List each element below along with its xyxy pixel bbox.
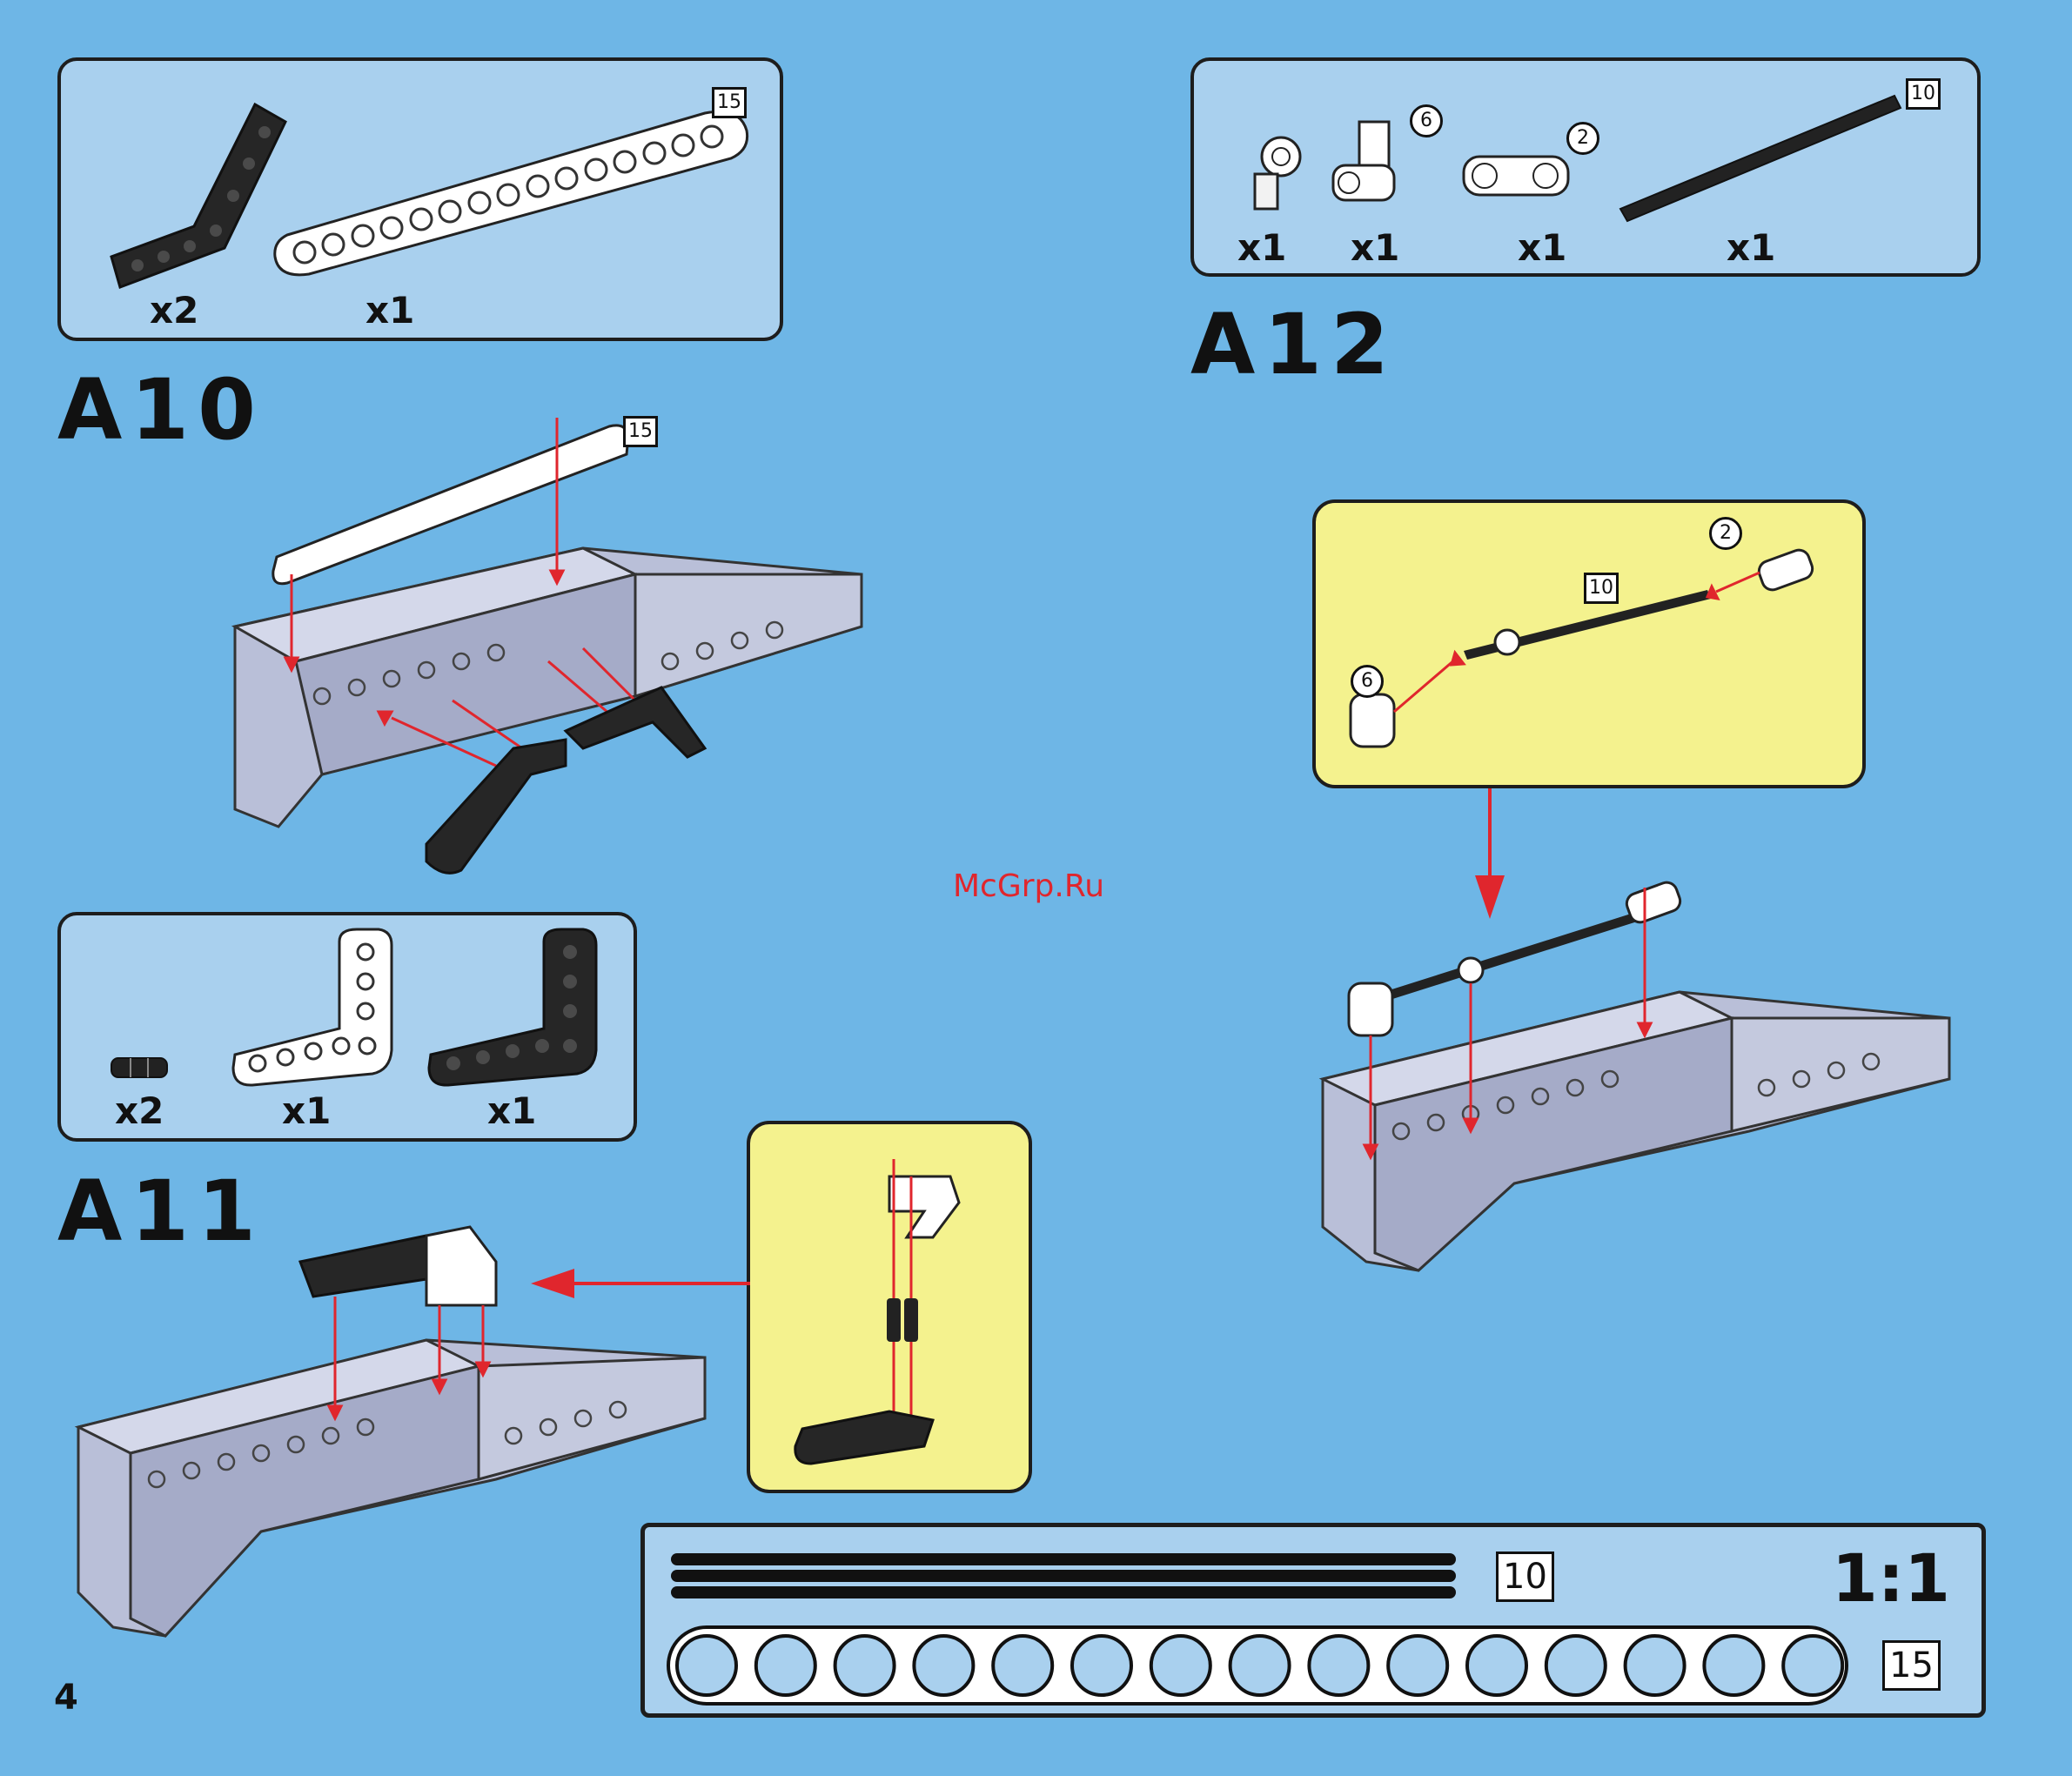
a10-assembly-size-tag: 15 — [623, 416, 658, 447]
a12-axle-connector-tag: 2 — [1566, 122, 1599, 155]
scale-beam-icon — [666, 1625, 1849, 1706]
scale-axle-length-tag: 10 — [1496, 1551, 1554, 1602]
a10-assembly-illustration — [218, 400, 879, 888]
scale-beam-hole — [1783, 1636, 1842, 1695]
scale-beam-hole — [1230, 1636, 1290, 1695]
a12-axle-connector-qty: x1 — [1518, 226, 1566, 269]
a12-callout-connector-tag: 2 — [1709, 517, 1742, 550]
scale-beam-hole — [914, 1636, 973, 1695]
a12-axle-size-tag: 10 — [1906, 78, 1941, 110]
a12-callout-illustration — [1342, 520, 1847, 773]
a10-straight-beam-qty: x1 — [365, 289, 414, 332]
scale-beam-hole — [1626, 1636, 1685, 1695]
scale-ratio: 1:1 — [1832, 1539, 1950, 1617]
black-bent-beam-icon — [103, 87, 294, 305]
scale-beam-length-tag: 15 — [1882, 1640, 1941, 1691]
scale-beam-hole — [677, 1636, 736, 1695]
a10-beam-size-tag: 15 — [712, 87, 747, 118]
black-l-beam-icon — [422, 924, 614, 1089]
white-angle-connector-icon — [1324, 113, 1412, 218]
scale-beam-hole — [1151, 1636, 1210, 1695]
scale-beam-hole — [835, 1636, 895, 1695]
a11-white-l-beam-qty: x1 — [282, 1089, 331, 1132]
a12-assembly-illustration — [1314, 870, 1958, 1288]
white-connector-icon — [1237, 131, 1307, 218]
scale-beam-hole — [1546, 1636, 1606, 1695]
a11-callout-panel — [747, 1121, 1032, 1493]
scale-beam-hole — [756, 1636, 815, 1695]
scale-beam-hole — [1704, 1636, 1763, 1695]
black-axle-icon — [1612, 78, 1908, 226]
a12-angle-tag: 6 — [1410, 104, 1443, 137]
a11-parts-panel: x2 x1 x1 — [57, 912, 637, 1142]
a11-callout-arrow — [531, 1262, 750, 1305]
a12-callout-axle-tag: 10 — [1584, 573, 1619, 604]
scale-ruler-panel: 10 1:1 15 — [640, 1523, 1986, 1718]
white-axle-connector-icon — [1455, 139, 1577, 218]
a11-callout-illustration — [785, 1142, 1002, 1472]
white-l-beam-icon — [226, 924, 400, 1089]
a12-callout-angle-tag: 6 — [1351, 665, 1384, 698]
a11-black-l-beam-qty: x1 — [487, 1089, 536, 1132]
scale-beam-hole — [1309, 1636, 1368, 1695]
white-straight-beam-icon — [270, 96, 757, 278]
scale-beam-hole — [1072, 1636, 1131, 1695]
a12-callout-panel: 2 10 6 — [1312, 499, 1866, 788]
scale-beam-hole — [993, 1636, 1052, 1695]
a12-parts-panel: x1 6 x1 2 x1 10 x1 — [1190, 57, 1981, 277]
black-pin-icon — [104, 1046, 174, 1089]
a11-pin-qty: x2 — [115, 1089, 164, 1132]
scale-beam-hole — [1388, 1636, 1447, 1695]
a12-angle-connector-qty: x1 — [1351, 226, 1399, 269]
a12-connector-qty: x1 — [1237, 226, 1286, 269]
scale-beam-hole — [1467, 1636, 1526, 1695]
a12-step-title: A12 — [1190, 296, 1398, 393]
page-number: 4 — [54, 1678, 78, 1718]
watermark-text: McGrp.Ru — [953, 868, 1104, 904]
a10-bent-beam-qty: x2 — [150, 289, 198, 332]
scale-axle-bar — [671, 1553, 1456, 1598]
a10-parts-panel: x2 x1 15 — [57, 57, 783, 341]
a12-axle-qty: x1 — [1727, 226, 1775, 269]
